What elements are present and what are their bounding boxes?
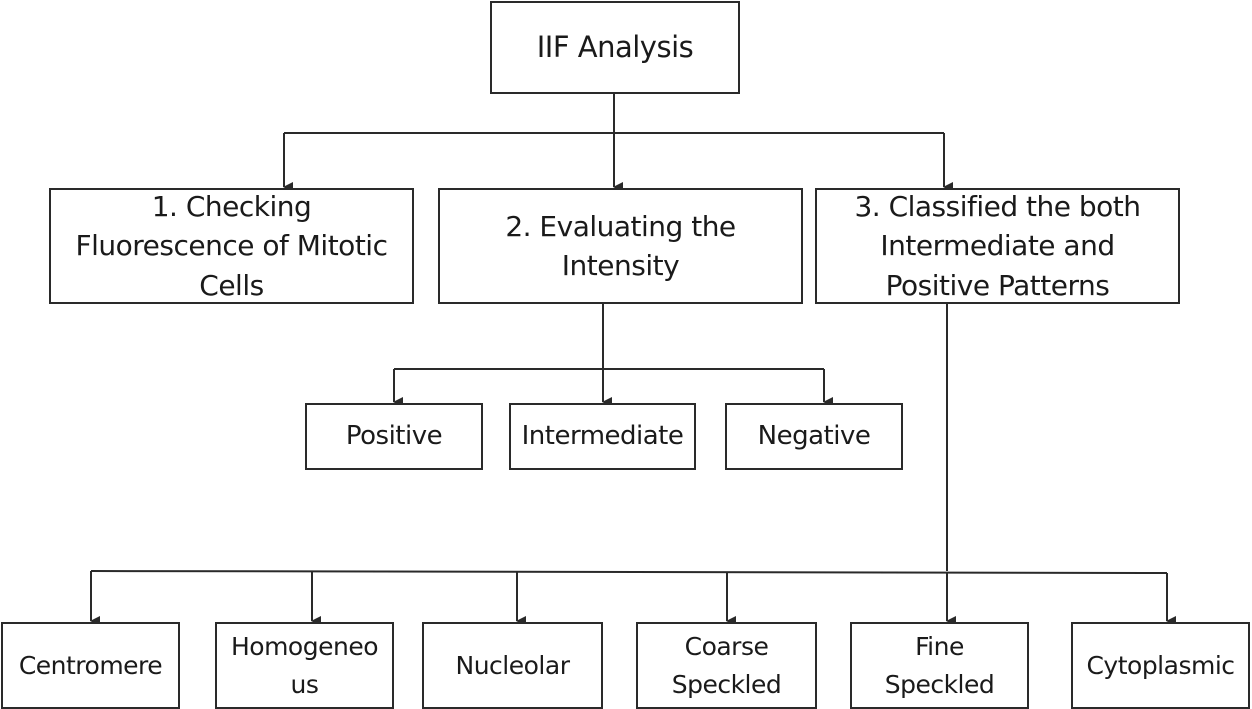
root-node-label: IIF Analysis <box>536 30 694 65</box>
step-3-label: 3. Classified the both Intermediate and … <box>854 190 1141 302</box>
step-1-label: 1. Checking Fluorescence of Mitotic Cell… <box>75 190 388 302</box>
intensity-positive-label: Positive <box>345 421 443 452</box>
pattern-centromere-box: Centromere <box>1 622 180 709</box>
pattern-cytoplasmic-box: Cytoplasmic <box>1071 622 1250 709</box>
intensity-intermediate-box: Intermediate <box>509 403 696 470</box>
step-2-box: 2. Evaluating the Intensity <box>438 188 803 304</box>
intensity-negative-label: Negative <box>757 421 871 452</box>
pattern-cytoplasmic-label: Cytoplasmic <box>1086 650 1235 680</box>
step-2-label: 2. Evaluating the Intensity <box>505 209 736 282</box>
pattern-nucleolar-box: Nucleolar <box>422 622 603 709</box>
pattern-coarse-speckled-box: Coarse Speckled <box>636 622 817 709</box>
pattern-fine-speckled-label: Fine Speckled <box>884 632 995 699</box>
pattern-homogeneous-label: Homogeneo us <box>230 632 379 699</box>
intensity-negative-box: Negative <box>725 403 903 470</box>
pattern-nucleolar-label: Nucleolar <box>455 650 570 680</box>
patterns-bus-line <box>90 570 1168 574</box>
intensity-positive-box: Positive <box>305 403 483 470</box>
pattern-centromere-label: Centromere <box>18 650 163 680</box>
pattern-coarse-speckled-label: Coarse Speckled <box>671 632 782 699</box>
pattern-fine-speckled-box: Fine Speckled <box>850 622 1029 709</box>
step-1-box: 1. Checking Fluorescence of Mitotic Cell… <box>49 188 414 304</box>
intensity-intermediate-label: Intermediate <box>521 421 684 452</box>
root-node-box: IIF Analysis <box>490 1 740 94</box>
pattern-homogeneous-box: Homogeneo us <box>215 622 394 709</box>
step-3-box: 3. Classified the both Intermediate and … <box>815 188 1180 304</box>
